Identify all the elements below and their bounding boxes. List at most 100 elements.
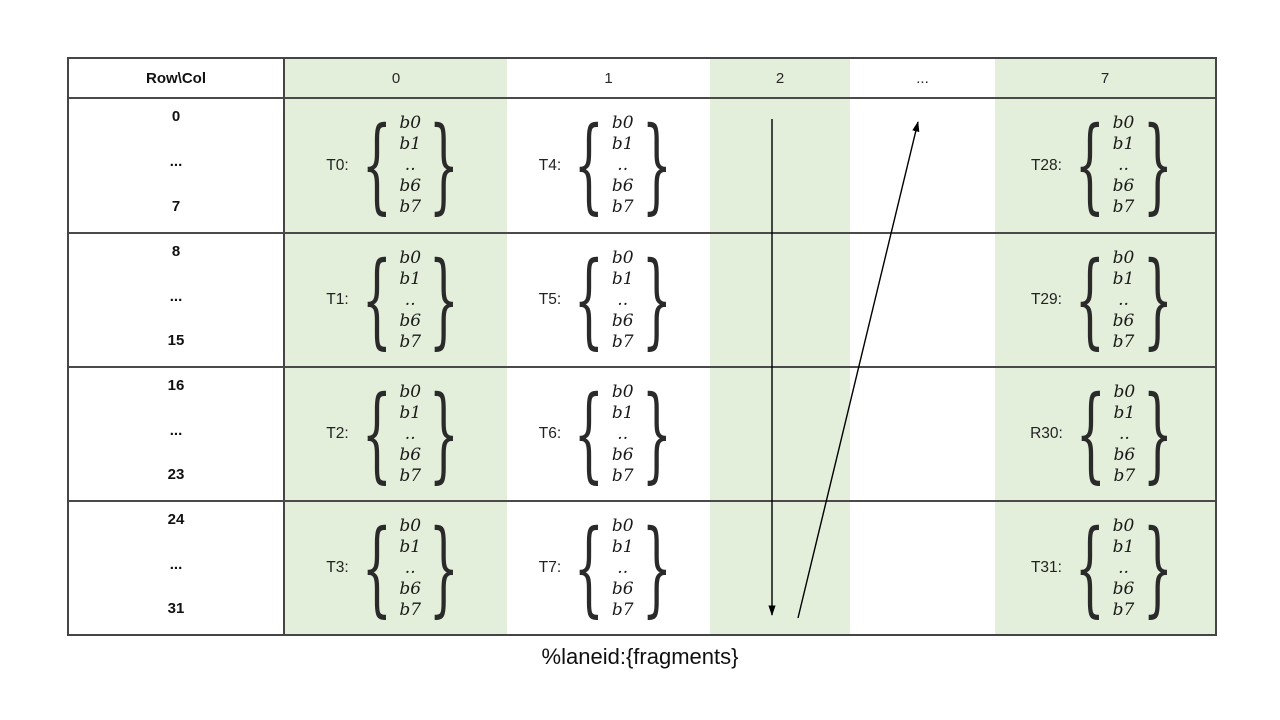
fragment-line: b0	[1113, 381, 1136, 402]
fragment-line: b1	[611, 268, 634, 289]
thread-label: T4:	[538, 156, 562, 174]
header-corner: Row\Col	[69, 59, 285, 97]
left-brace-icon: {	[1074, 507, 1105, 628]
thread-label: T1:	[326, 291, 349, 308]
row-end: 23	[167, 466, 185, 483]
fragment-line: b7	[611, 197, 634, 217]
right-brace-icon: }	[428, 239, 460, 360]
row-start: 16	[167, 377, 185, 394]
fragment-line: b6	[399, 176, 422, 196]
fragment-line: b7	[1113, 465, 1136, 486]
caption-laneid-fragments: %laneid:{fragments}	[541, 644, 739, 669]
right-brace-icon: }	[1142, 507, 1173, 628]
fragment-line: ..	[617, 155, 629, 175]
left-brace-icon: {	[361, 373, 392, 494]
fragment-line: b6	[611, 176, 634, 196]
header-col-0: 0	[285, 59, 507, 97]
row-label-0-7: 0 ... 7	[69, 97, 285, 232]
thread-label: T6:	[538, 425, 562, 442]
fragment-line: b6	[611, 310, 634, 331]
fragment-line: b0	[611, 515, 634, 536]
row-label-8-15: 8 ... 15	[69, 232, 285, 366]
header-col-1: 1	[604, 69, 613, 87]
fragment-line: b1	[611, 134, 634, 154]
row-ellipsis: ...	[169, 555, 183, 573]
fragment-line: b7	[611, 465, 634, 486]
right-brace-icon: }	[641, 105, 672, 225]
empty-cell-ellipsis	[850, 500, 995, 634]
empty-cell-ellipsis	[850, 97, 995, 232]
right-brace-icon: }	[1143, 373, 1174, 494]
fragment-line: b7	[1112, 331, 1135, 352]
fragment-line: ..	[617, 423, 629, 444]
row-start: 24	[167, 511, 185, 528]
fragment-line: b0	[399, 247, 422, 268]
fragment-line: b0	[399, 113, 422, 133]
fragment-line: ..	[404, 423, 416, 444]
fragment-line: b1	[1113, 402, 1136, 423]
fragment-line: b6	[1112, 310, 1135, 331]
fragment-line: b7	[611, 599, 634, 620]
fragment-line: b6	[1112, 578, 1135, 599]
right-brace-icon: }	[1142, 105, 1173, 225]
fragment-line: b7	[611, 331, 634, 352]
fragment-line: ..	[1118, 289, 1129, 310]
empty-cell-col2	[710, 366, 850, 500]
header-col-7: 7	[995, 59, 1215, 97]
thread-label: R30:	[1030, 425, 1063, 442]
fragment-line: b0	[611, 247, 634, 268]
left-brace-icon: {	[1074, 105, 1105, 225]
empty-cell-ellipsis	[850, 366, 995, 500]
fragment-line: b6	[1112, 176, 1135, 196]
thread-label: T5:	[538, 291, 562, 308]
right-brace-icon: }	[641, 239, 672, 360]
fragment-line: b7	[399, 331, 422, 352]
left-brace-icon: {	[361, 105, 392, 225]
thread-label: T2:	[326, 425, 349, 442]
fragment-line: ..	[1118, 155, 1129, 175]
right-brace-icon: }	[428, 373, 460, 494]
fragment-line: b0	[399, 381, 422, 402]
fragment-line: b1	[1112, 134, 1135, 154]
thread-label: T31:	[1030, 559, 1062, 576]
fragment-line: b0	[1112, 515, 1135, 536]
row-label-16-23: 16 ... 23	[69, 366, 285, 500]
row-start: 0	[171, 108, 181, 125]
right-brace-icon: }	[1142, 239, 1173, 360]
empty-cell-col2	[710, 97, 850, 232]
fragment-line: b1	[399, 402, 422, 423]
fragment-line: ..	[404, 557, 416, 578]
fragment-line: b1	[1112, 268, 1135, 289]
row-ellipsis: ...	[169, 153, 183, 170]
fragment-line: b1	[399, 134, 422, 154]
row-start: 8	[171, 243, 181, 260]
fragment-line: b7	[1112, 197, 1135, 217]
fragment-line: b0	[611, 381, 634, 402]
empty-cell-ellipsis	[850, 232, 995, 366]
fragment-line: b0	[611, 113, 634, 133]
row-end: 31	[167, 600, 185, 617]
thread-label: T28:	[1030, 156, 1062, 174]
right-brace-icon: }	[641, 507, 672, 628]
fragment-line: b1	[611, 536, 634, 557]
fragment-line: b1	[611, 402, 634, 423]
